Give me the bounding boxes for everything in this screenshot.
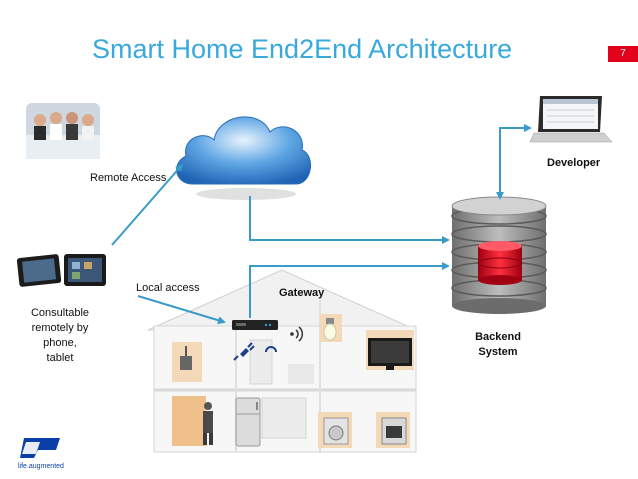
page-number-badge: 7 <box>608 46 638 62</box>
local-access-arrow <box>137 295 226 325</box>
page-title: Smart Home End2End Architecture <box>92 34 513 64</box>
plug-icon <box>233 342 277 361</box>
fridge-icon <box>235 397 261 447</box>
laptop-icon <box>529 96 613 143</box>
backend-line-2: System <box>478 346 518 358</box>
cloud-icon <box>176 116 311 200</box>
phone-icon <box>64 254 106 286</box>
consultable-line-2: remotely by <box>31 322 89 334</box>
remote-access-label: Remote Access <box>90 172 167 184</box>
database-icon <box>451 196 547 314</box>
developer-label: Developer <box>547 157 601 169</box>
remote-access-arrow <box>111 163 184 246</box>
logo-text: life.augmented <box>18 463 64 470</box>
cloud-to-backend-arrow <box>249 196 450 244</box>
consultable-label: Consultable remotely by phone, tablet <box>20 306 100 366</box>
tv-icon <box>368 338 412 370</box>
oven-icon <box>381 417 407 445</box>
gateway-icon <box>232 320 278 330</box>
gateway-to-backend-arrow <box>249 262 450 318</box>
lamp-icon <box>180 346 192 370</box>
developer-backend-arrow <box>499 124 532 196</box>
connection-arrows <box>111 124 532 325</box>
consultable-line-1: Consultable <box>30 307 90 319</box>
tablet-icon <box>16 254 62 287</box>
person-icon <box>203 402 213 445</box>
gateway-label: Gateway <box>279 287 325 299</box>
call-center-icon <box>26 103 100 159</box>
local-access-label: Local access <box>136 282 200 294</box>
wifi-icon <box>290 326 304 342</box>
house-icon <box>147 269 417 453</box>
backend-system-label: Backend System <box>468 330 528 360</box>
washer-icon <box>323 417 349 445</box>
consultable-line-3: phone, <box>43 337 77 349</box>
st-logo-icon: life.augmented <box>18 438 64 470</box>
bulb-icon <box>323 318 337 341</box>
backend-line-1: Backend <box>475 331 521 343</box>
consultable-line-4: tablet <box>46 352 74 364</box>
